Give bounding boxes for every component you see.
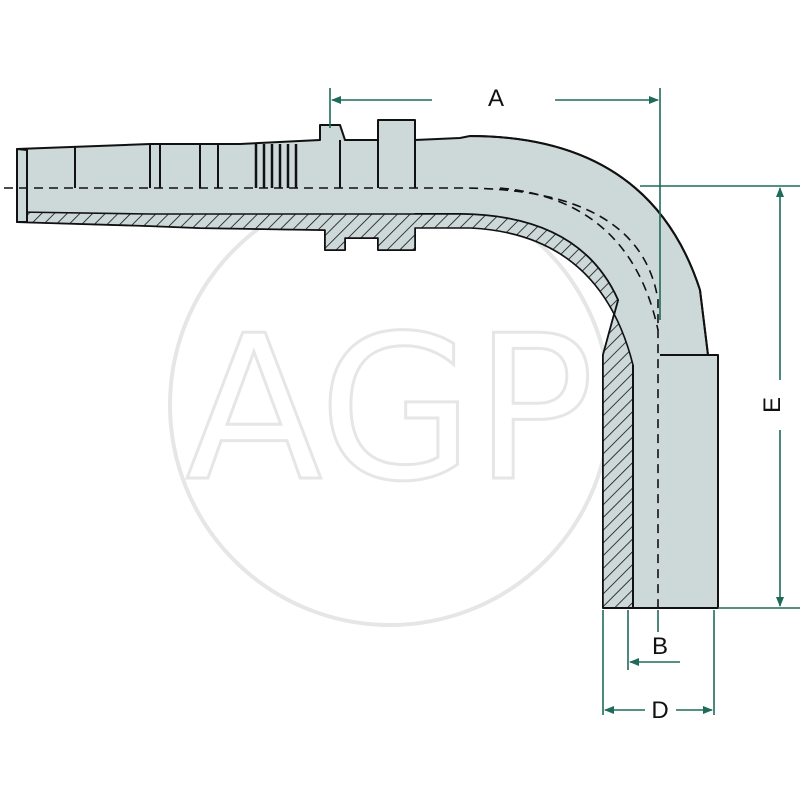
dim-e-label: E bbox=[759, 397, 786, 413]
inner-bore bbox=[499, 187, 659, 331]
dimension-lines bbox=[329, 88, 800, 715]
dim-a-label: A bbox=[488, 85, 504, 112]
watermark-text: AGP bbox=[186, 293, 595, 526]
nose-cone bbox=[16, 148, 28, 223]
centre-line bbox=[4, 187, 659, 608]
dim-b-label: B bbox=[652, 633, 668, 660]
watermark: AGP bbox=[168, 183, 612, 627]
elbow-outer bbox=[469, 135, 709, 356]
fitting-body bbox=[16, 119, 719, 609]
grooves bbox=[254, 144, 298, 188]
dim-d-label: D bbox=[651, 697, 668, 724]
hatched-wall-horizontal bbox=[16, 211, 634, 609]
